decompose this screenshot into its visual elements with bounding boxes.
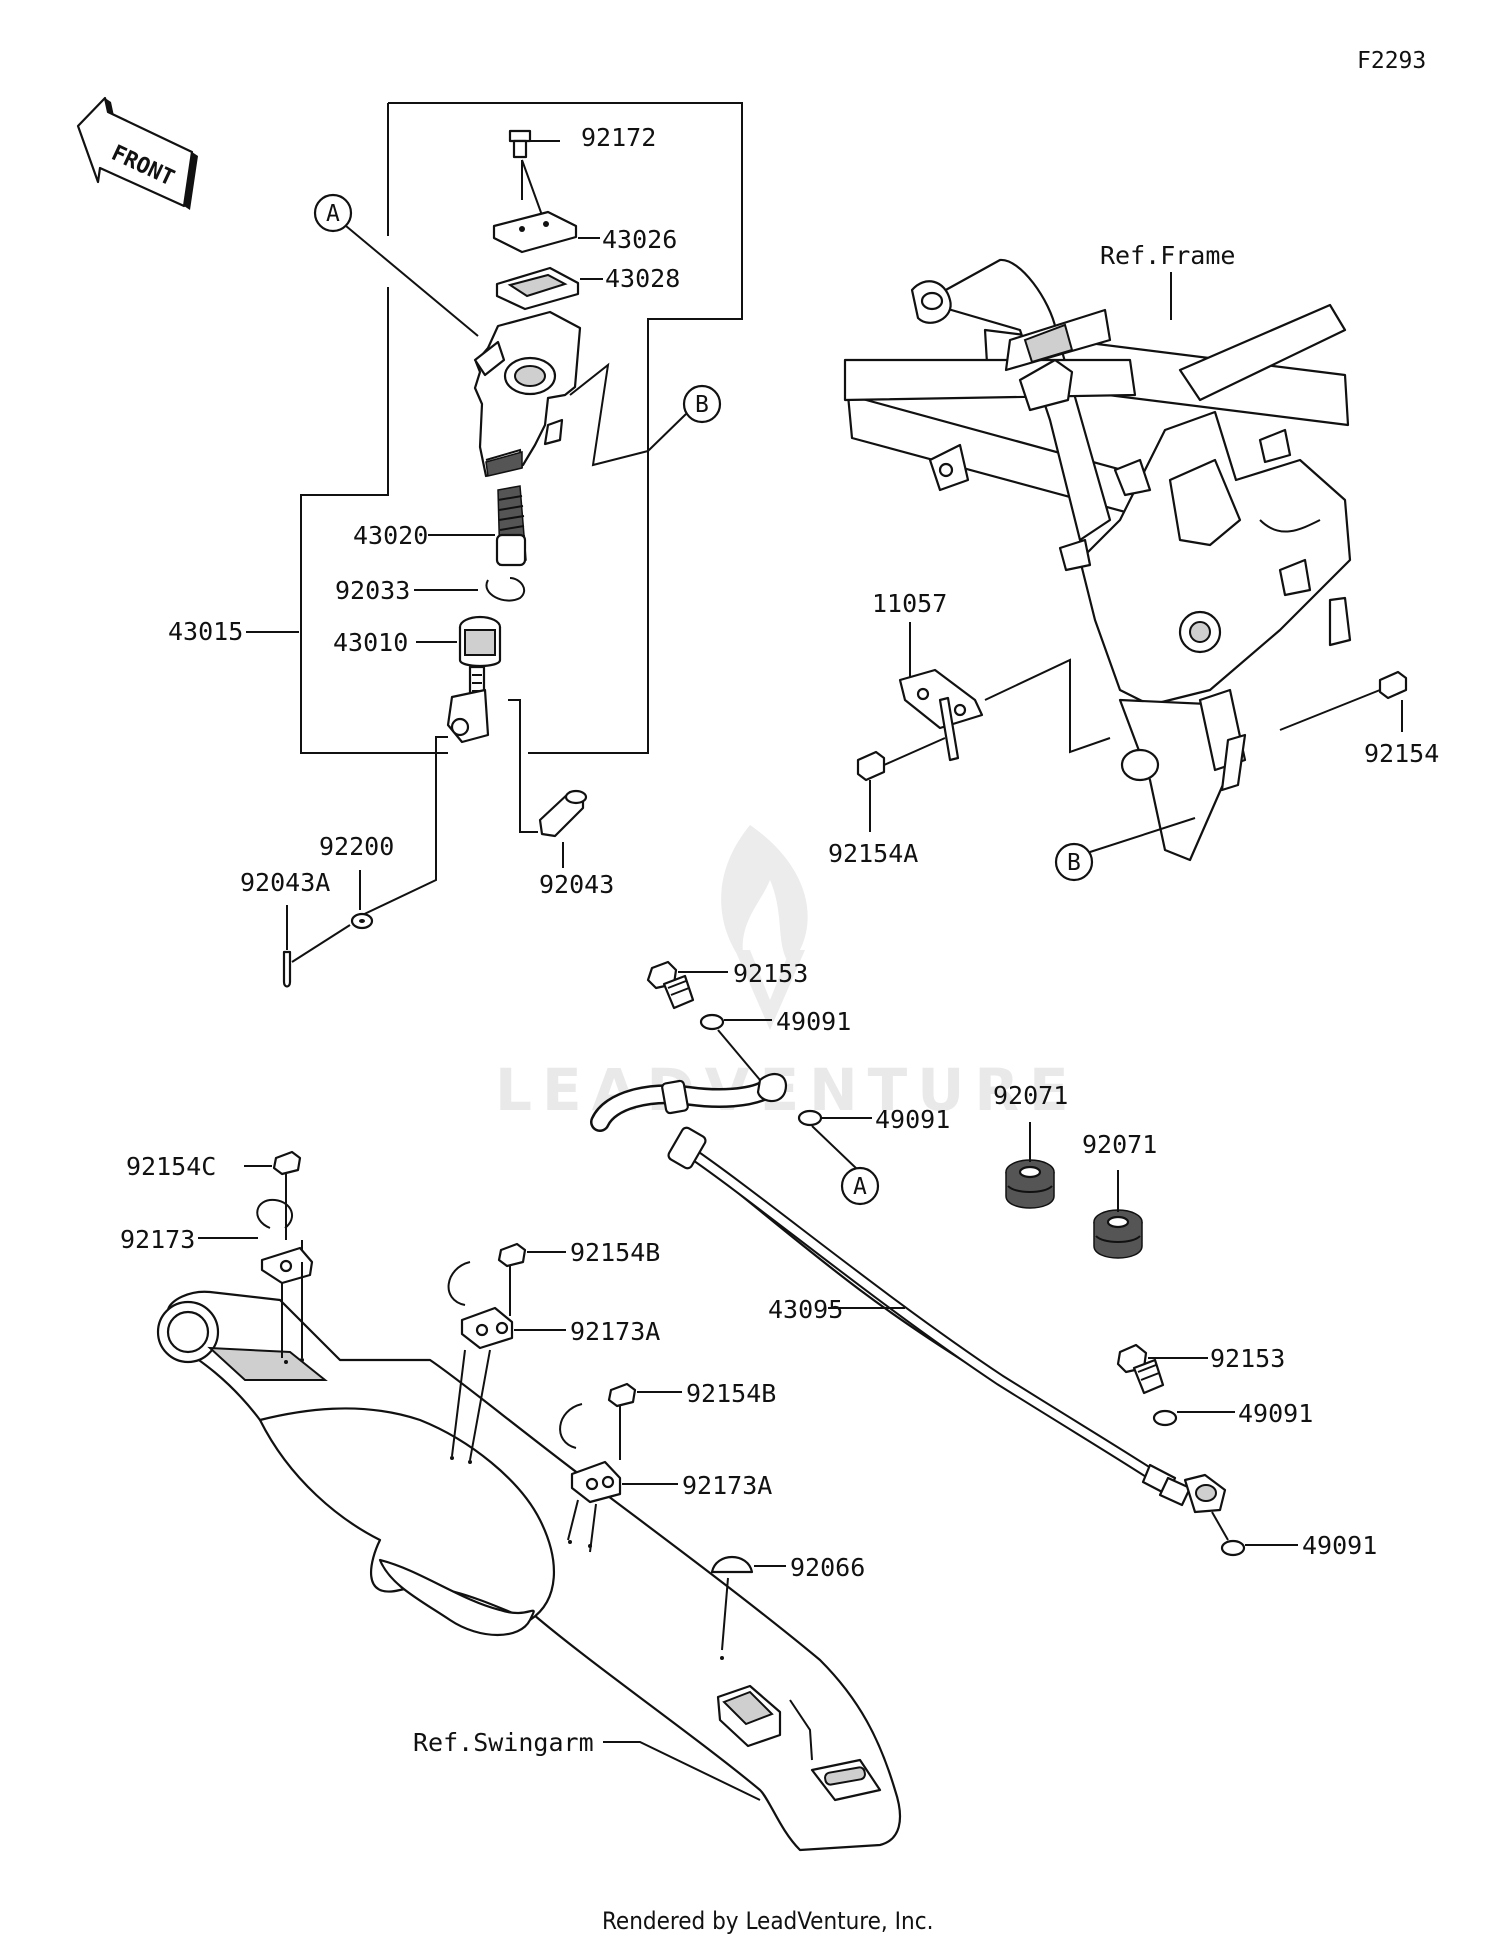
diaphragm-43028 xyxy=(495,266,580,311)
callout-b-top-label: B xyxy=(695,392,709,418)
label-92033: 92033 xyxy=(335,576,410,605)
callout-a-hose-label: A xyxy=(853,1174,867,1200)
label-43095: 43095 xyxy=(768,1295,843,1324)
swingarm-section: Ref.Swingarm 92154C 92173 92154B xyxy=(120,1150,902,1852)
label-92066: 92066 xyxy=(790,1553,865,1582)
master-cylinder-body xyxy=(473,310,582,478)
bolt-92154A xyxy=(856,737,946,782)
push-rod-43010 xyxy=(446,615,502,744)
label-92153-bottom: 92153 xyxy=(1210,1344,1285,1373)
diagram-code: F2293 xyxy=(1357,48,1426,74)
label-92200: 92200 xyxy=(319,832,394,861)
label-92172: 92172 xyxy=(581,123,656,152)
label-49091-b: 49091 xyxy=(875,1105,950,1134)
label-92173A-a: 92173A xyxy=(570,1317,660,1346)
label-11057: 11057 xyxy=(872,589,947,618)
label-92154C: 92154C xyxy=(126,1152,216,1181)
label-49091-a: 49091 xyxy=(776,1007,851,1036)
label-92071-a: 92071 xyxy=(993,1081,1068,1110)
ref-frame-label: Ref.Frame xyxy=(1100,241,1235,270)
banjo-bolt-92153-top xyxy=(646,960,695,1010)
label-92154B-a: 92154B xyxy=(570,1238,660,1267)
label-92043A: 92043A xyxy=(240,868,330,897)
watermark-flame-icon xyxy=(721,825,808,965)
label-92154: 92154 xyxy=(1364,739,1439,768)
bolt-92172 xyxy=(508,129,560,159)
label-43026: 43026 xyxy=(602,225,677,254)
label-92154B-b: 92154B xyxy=(686,1379,776,1408)
washer-92200 xyxy=(350,912,374,930)
circlip-92033 xyxy=(485,577,526,602)
label-43010: 43010 xyxy=(333,628,408,657)
bolt-92154B-a xyxy=(497,1242,527,1316)
label-92043: 92043 xyxy=(539,870,614,899)
reservoir-cap-43026 xyxy=(492,210,578,254)
label-43020: 43020 xyxy=(353,521,428,550)
bracket-11057 xyxy=(898,668,984,762)
washer-49091-d xyxy=(1220,1539,1246,1557)
brake-hose-section: 92153 49091 49091 A 43095 xyxy=(590,959,1377,1560)
plug-92066 xyxy=(710,1556,754,1651)
grommet-92071-a xyxy=(1005,1159,1055,1209)
label-92154A: 92154A xyxy=(828,839,918,868)
callout-a-top: A xyxy=(313,193,479,337)
callout-b-frame: B xyxy=(1054,817,1196,882)
callout-b-top: B xyxy=(647,384,722,452)
label-92173: 92173 xyxy=(120,1225,195,1254)
label-49091-c: 49091 xyxy=(1238,1399,1313,1428)
piston-spring-43020 xyxy=(495,485,527,567)
clamp-92173 xyxy=(256,1198,314,1358)
label-43028: 43028 xyxy=(605,264,680,293)
frame-section: Ref.Frame 11057 xyxy=(828,241,1439,882)
footer-credit: Rendered by LeadVenture, Inc. xyxy=(602,1907,933,1935)
banjo-bolt-92153-bottom xyxy=(1116,1343,1165,1395)
clamp-92173A-a xyxy=(447,1261,514,1461)
label-49091-d: 49091 xyxy=(1302,1531,1377,1560)
clevis-pin-92043 xyxy=(538,789,588,838)
front-arrow-icon: FRONT xyxy=(76,96,198,210)
callout-b-frame-label: B xyxy=(1067,850,1081,876)
bolt-92154B-b xyxy=(607,1382,637,1460)
washer-49091-b xyxy=(797,1109,823,1127)
label-92153-top: 92153 xyxy=(733,959,808,988)
cotter-pin-92043A xyxy=(282,950,292,988)
label-43015: 43015 xyxy=(168,617,243,646)
ref-swingarm-label: Ref.Swingarm xyxy=(413,1728,594,1757)
clamp-92173A-b xyxy=(559,1403,622,1553)
washer-49091-a xyxy=(699,1013,725,1031)
callout-a-top-label: A xyxy=(326,201,340,227)
bolt-92154 xyxy=(1279,670,1408,731)
watermark-text: LEADVENTURE xyxy=(495,1056,1079,1124)
grommet-92071-b xyxy=(1093,1209,1143,1259)
label-92071-b: 92071 xyxy=(1082,1130,1157,1159)
master-cylinder-assembly: 92172 43026 43028 A xyxy=(168,102,743,988)
washer-49091-c xyxy=(1152,1409,1178,1427)
callout-a-hose: A xyxy=(840,1166,880,1206)
label-92173A-b: 92173A xyxy=(682,1471,772,1500)
bolt-92154C xyxy=(272,1150,302,1240)
